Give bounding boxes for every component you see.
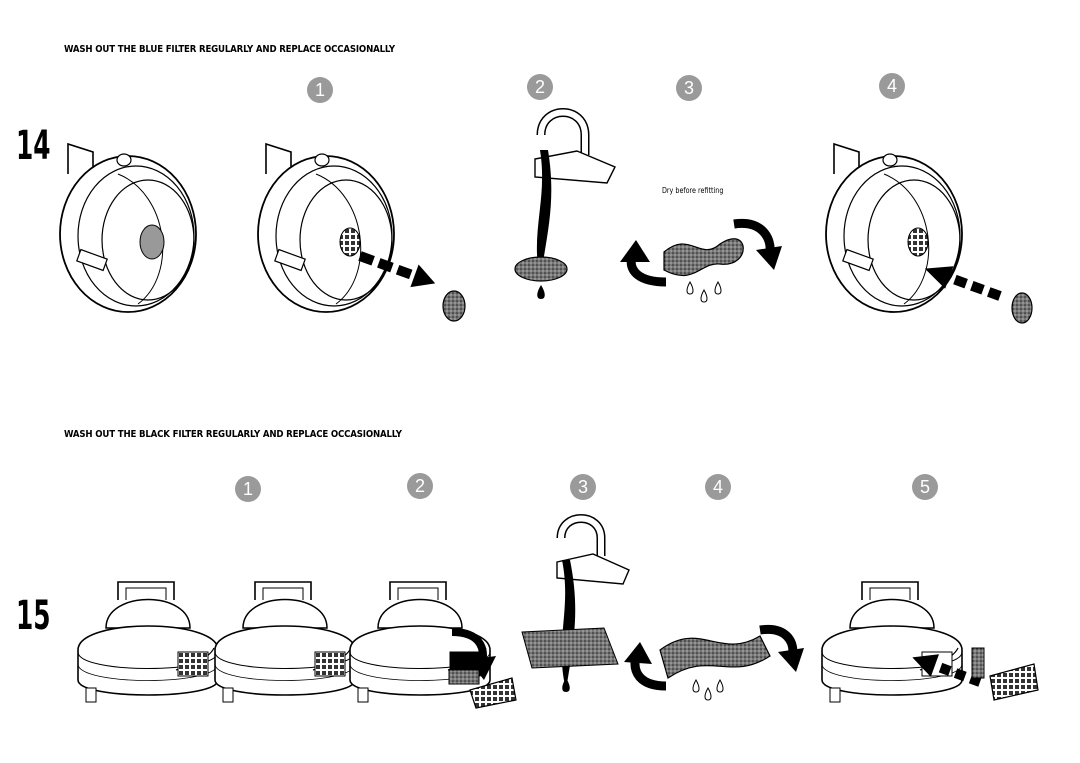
- section-14-number: 14: [16, 123, 51, 169]
- rotate-arrow-icon: [451, 628, 496, 680]
- water-drop-icon: [714, 280, 722, 295]
- section-15-number: 15: [16, 593, 51, 639]
- black-filter-cover: [989, 663, 1039, 701]
- black-filter-sheet: [521, 627, 619, 669]
- step-badge-14-3: 3: [676, 75, 702, 101]
- step-badge-15-5: 5: [912, 474, 938, 500]
- fan-unit-illustration: [77, 581, 219, 703]
- blue-filter-disc: [663, 238, 744, 277]
- fan-unit-illustration: [214, 581, 356, 703]
- water-drop-icon: [716, 678, 724, 693]
- water-drop-icon: [692, 678, 700, 693]
- rotate-arrow-icon: [759, 624, 804, 672]
- step-badge-15-1: 1: [235, 476, 261, 502]
- fan-unit-illustration: [821, 581, 963, 703]
- dry-before-refitting-note: Dry before refitting: [662, 186, 724, 195]
- rotate-arrow-icon: [624, 642, 667, 691]
- black-filter-sheet: [448, 669, 480, 685]
- step-badge-14-4: 4: [879, 73, 905, 99]
- blue-filter-disc: [1011, 292, 1033, 324]
- motor-unit-illustration: [257, 143, 395, 313]
- step-badge-15-4: 4: [705, 474, 731, 500]
- step-badge-14-1: 1: [307, 77, 333, 103]
- rotate-arrow-icon: [620, 240, 667, 287]
- step-badge-15-2: 2: [407, 473, 433, 499]
- tap-icon: [534, 108, 616, 184]
- water-drop-icon: [700, 288, 708, 303]
- water-drop-icon: [537, 285, 545, 299]
- dashed-arrow-icon: [924, 266, 1002, 301]
- rotate-arrow-icon: [733, 218, 782, 270]
- blue-filter-disc: [442, 290, 466, 322]
- water-drop-icon: [562, 678, 570, 692]
- black-filter-sheet: [659, 635, 771, 679]
- step-badge-15-3: 3: [570, 474, 596, 500]
- section-15-heading: WASH OUT THE BLACK FILTER REGULARLY AND …: [64, 429, 402, 440]
- motor-unit-illustration: [59, 143, 197, 313]
- section-14-heading: WASH OUT THE BLUE FILTER REGULARLY AND R…: [64, 44, 395, 55]
- dashed-arrow-icon: [358, 251, 436, 288]
- water-drop-icon: [704, 686, 712, 701]
- motor-unit-illustration: [825, 143, 963, 313]
- water-drop-icon: [686, 280, 694, 295]
- black-filter-sheet: [971, 647, 985, 679]
- blue-filter-disc: [514, 256, 568, 282]
- tap-icon: [556, 514, 630, 585]
- black-filter-cover: [469, 677, 517, 709]
- step-badge-14-2: 2: [527, 74, 553, 100]
